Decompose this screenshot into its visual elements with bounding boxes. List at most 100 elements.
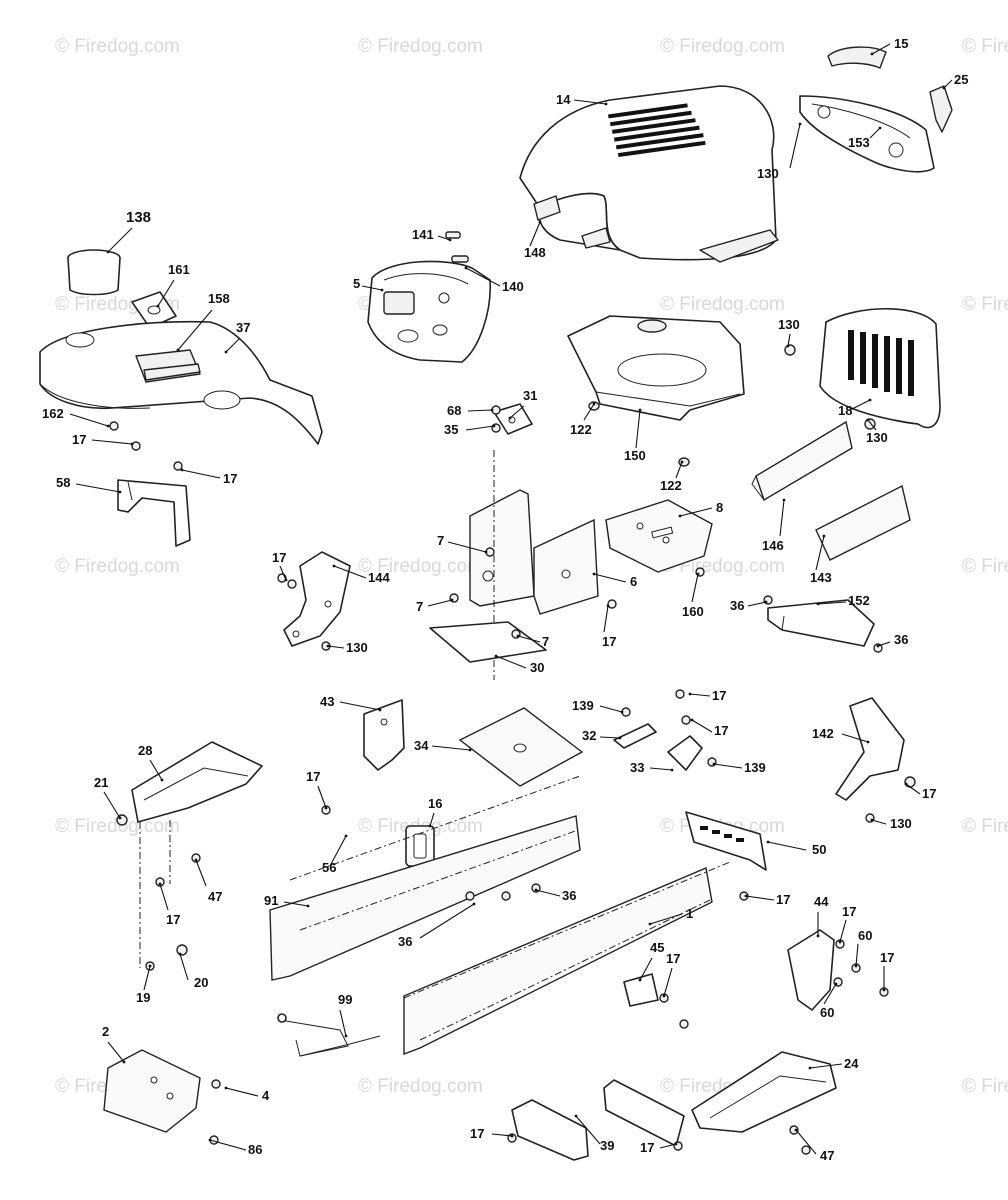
leader-end (696, 572, 700, 576)
callout: 17 (306, 769, 328, 810)
callout: 144 (332, 564, 390, 585)
watermark-text: © Firedog.com (55, 816, 180, 837)
right-frame-rail-part (403, 861, 731, 1056)
part-number-label: 143 (810, 570, 832, 585)
support-plate-part (458, 707, 584, 787)
part-number-label: 47 (208, 889, 222, 904)
leader-end (870, 818, 874, 822)
leader-line (839, 919, 847, 943)
callout: 17 (744, 892, 790, 907)
part-number-label: 2 (102, 1024, 109, 1039)
part-number-label: 146 (762, 538, 784, 553)
leader-line (767, 841, 807, 851)
leader-line (159, 883, 169, 911)
callout: 86 (208, 1138, 262, 1157)
callout: 122 (570, 402, 596, 437)
callout: 17 (72, 432, 134, 447)
lower-bracket-part (511, 1099, 589, 1161)
leader-line (745, 895, 775, 901)
leader-line (535, 889, 561, 897)
leader-end (942, 86, 946, 90)
control-console-part (367, 260, 491, 363)
callout: 24 (808, 1056, 859, 1071)
leader-end (490, 408, 494, 412)
callout: 19 (136, 964, 152, 1005)
part-number-label: 60 (820, 1005, 834, 1020)
leader-line (75, 483, 121, 493)
callout: 50 (766, 840, 826, 857)
leader-end (744, 894, 748, 898)
dash-support-part (117, 479, 191, 547)
leader-end (508, 416, 512, 420)
leader-line (195, 859, 207, 887)
part-number-label: 17 (166, 912, 180, 927)
leader-line (465, 425, 495, 431)
part-number-label: 122 (570, 422, 592, 437)
leader-end (782, 498, 786, 502)
leader-end (712, 762, 716, 766)
callout: 56 (322, 834, 348, 875)
callout: 161 (156, 262, 190, 308)
leader-line (869, 127, 881, 139)
leader-line (467, 409, 493, 412)
callout: 162 (42, 406, 110, 428)
leader-line (107, 1041, 125, 1063)
leader-end (448, 238, 452, 242)
part-number-label: 122 (660, 478, 682, 493)
callout: 60 (820, 982, 838, 1020)
leader-line (779, 499, 785, 537)
leader-end (428, 824, 432, 828)
part-number-label: 34 (414, 738, 429, 753)
part-number-label: 60 (858, 928, 872, 943)
leader-end (688, 692, 692, 696)
leader-line (529, 221, 541, 247)
part-number-label: 31 (523, 388, 537, 403)
callout: 158 (176, 291, 230, 352)
watermark-text: © Firedog.com (55, 556, 180, 577)
callout: 36 (398, 902, 476, 949)
fuel-tank-part (567, 315, 745, 421)
leader-end (332, 564, 336, 568)
leader-end (834, 982, 838, 986)
leader-line (361, 285, 383, 291)
leader-line (431, 745, 471, 751)
leader-end (854, 964, 858, 968)
callout: 160 (682, 572, 704, 619)
callout: 44 (814, 894, 829, 938)
leader-end (816, 602, 820, 606)
part-number-label: 162 (42, 406, 64, 421)
callout: 130 (866, 418, 888, 445)
leader-line (339, 1009, 347, 1037)
callout: 36 (876, 632, 908, 648)
callout: 47 (794, 1128, 834, 1163)
hitch-plate-part (103, 1049, 201, 1133)
callout: 47 (194, 858, 222, 904)
key-part (445, 231, 469, 263)
cup-holder-part (67, 249, 121, 296)
front-bracket-part (787, 929, 835, 1011)
callout: 36 (534, 888, 576, 903)
part-number-label: 35 (444, 422, 458, 437)
leader-end (326, 644, 330, 648)
leader-end (160, 778, 164, 782)
battery-cover-part (767, 599, 875, 647)
callout: 21 (94, 775, 122, 820)
leader-end (618, 736, 622, 740)
leader-end (662, 994, 666, 998)
callout: 17 (180, 468, 237, 486)
part-number-label: 17 (714, 723, 728, 738)
grommet-16-part (405, 825, 435, 867)
callout: 15 (870, 36, 908, 56)
part-number-label: 17 (602, 634, 616, 649)
callout: 130 (778, 317, 800, 348)
seat-bracket-part (493, 403, 533, 435)
bracket-slots (700, 826, 744, 842)
part-number-label: 130 (757, 166, 779, 181)
part-number-label: 32 (582, 728, 596, 743)
part-number-label: 160 (682, 604, 704, 619)
leader-end (574, 1114, 578, 1118)
part-number-label: 139 (572, 698, 594, 713)
leader-end (538, 220, 542, 224)
part-number-label: 43 (320, 694, 334, 709)
